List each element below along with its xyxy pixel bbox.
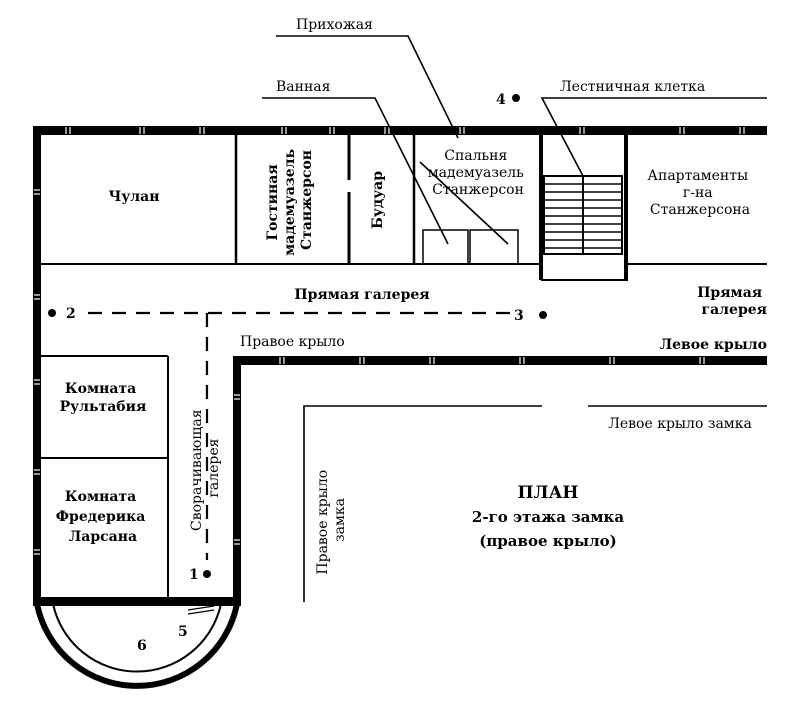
marker-dot-2: [48, 309, 56, 317]
marker-label-4: 4: [496, 92, 506, 108]
tower: [34, 603, 240, 689]
wing-left: Левое крыло: [660, 337, 767, 353]
marker-dot-3: [539, 311, 547, 319]
marker-dot-4: [512, 94, 520, 102]
walls: [33, 126, 767, 606]
stair-right-wall: [624, 133, 628, 280]
leader-lines: [262, 35, 767, 602]
bathroom-box-1: [422, 229, 469, 265]
leader-bathroom: [262, 97, 449, 245]
marker-label-5: 5: [178, 624, 188, 640]
staircase: [543, 175, 623, 255]
marker-dot-1: [203, 570, 211, 578]
marker-label-2: 2: [66, 306, 76, 322]
wing-left-castle: Левое крыло замка: [608, 416, 752, 432]
marker-dots: [48, 94, 547, 578]
interior-walls: [40, 133, 767, 597]
room-larsan: Комната Фредерика Ларсана: [56, 489, 150, 545]
stair-left-wall: [539, 133, 543, 280]
plan-subtitle-1: 2-го этажа замка: [472, 508, 624, 526]
gallery-turning: Сворачивающая галерея: [189, 405, 222, 531]
callout-bathroom: Ванная: [276, 79, 331, 95]
marker-label-1: 1: [189, 567, 199, 583]
route-dashes: [88, 311, 510, 560]
top-wall: [33, 126, 767, 135]
bottom-main-wall: [233, 356, 767, 365]
room-closet: Чулан: [109, 189, 160, 205]
wing-right: Правое крыло: [240, 334, 345, 350]
room-boudoir: Будуар: [370, 171, 386, 229]
marker-label-3: 3: [514, 308, 524, 324]
plan-title: ПЛАН: [518, 483, 579, 503]
bathroom-box-2: [469, 229, 519, 265]
gallery-straight-right: Прямая галерея: [697, 285, 767, 318]
leader-stairwell: [540, 97, 767, 177]
left-outer-wall: [33, 126, 41, 604]
room-apartments: Апартаменты г-на Станжерсона: [647, 168, 752, 218]
plan-subtitle-2: (правое крыло): [479, 532, 617, 550]
wing-right-castle: Правое крыло замка: [315, 465, 348, 574]
gallery-straight: Прямая галерея: [294, 287, 429, 303]
left-wing-castle-line: [303, 405, 542, 602]
room-bedroom: Спальня мадемуазель Станжерсон: [428, 148, 529, 198]
room-living-room: Гостиная мадемуазель Станжерсон: [265, 144, 315, 256]
window-marks: [34, 127, 745, 555]
callout-stairwell: Лестничная клетка: [560, 79, 705, 95]
corridor-right-wall: [233, 356, 241, 604]
leader-bedroom: [419, 161, 509, 245]
marker-label-6: 6: [137, 638, 147, 654]
leader-hallway: [276, 35, 459, 139]
room-rouletabille: Комната Рультабия: [60, 381, 147, 415]
labels: Прихожая Ванная Лестничная клетка Чулан …: [56, 17, 767, 654]
callout-hallway: Прихожая: [296, 17, 373, 33]
bottom-left-wall: [33, 597, 241, 606]
